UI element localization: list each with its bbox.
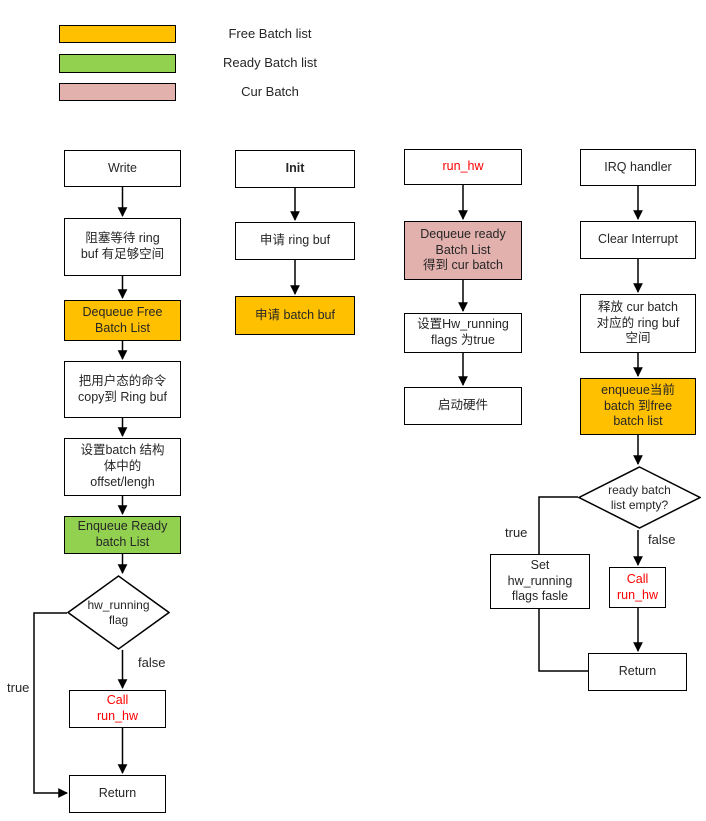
wait-ring-buf-node: 阻塞等待 ring buf 有足够空间 xyxy=(64,218,181,276)
release-ring-buf-node: 释放 cur batch 对应的 ring buf 空间 xyxy=(580,294,696,353)
enqueue-free-batch-node: enqueue当前 batch 到free batch list xyxy=(580,378,696,435)
legend-label-free: Free Batch list xyxy=(228,26,312,41)
write-true-branch-line xyxy=(33,612,68,798)
alloc-batch-buf-node: 申请 batch buf xyxy=(235,296,355,335)
init-title-node: Init xyxy=(235,150,355,188)
copy-cmd-node: 把用户态的命令 copy到 Ring buf xyxy=(64,361,181,418)
irq-false-label: false xyxy=(648,532,676,547)
decision-label: ready batch list empty? xyxy=(608,482,671,512)
legend-swatch-cur xyxy=(59,83,176,101)
write-return-node: Return xyxy=(69,775,166,813)
irq-true-branch-line xyxy=(538,496,578,554)
run-hw-title-node: run_hw xyxy=(404,149,522,185)
legend-swatch-free xyxy=(59,25,176,43)
set-hw-running-true-node: 设置Hw_running flags 为true xyxy=(404,313,522,353)
enqueue-ready-batch-node: Enqueue Ready batch List xyxy=(64,516,181,554)
write-call-run-hw-node: Call run_hw xyxy=(69,690,166,728)
legend-label-cur: Cur Batch xyxy=(241,84,299,99)
clear-interrupt-node: Clear Interrupt xyxy=(580,221,696,259)
write-false-label: false xyxy=(138,655,166,670)
irq-call-run-hw-node: Call run_hw xyxy=(609,567,666,608)
irq-true-return-line xyxy=(538,609,588,672)
set-batch-offset-node: 设置batch 结构 体中的 offset/lengh xyxy=(64,438,181,496)
start-hardware-node: 启动硬件 xyxy=(404,387,522,425)
irq-true-label: true xyxy=(505,525,528,540)
hw-running-flag-decision: hw_running flag xyxy=(67,575,170,650)
diamond-shape xyxy=(67,575,170,650)
write-title-node: Write xyxy=(64,150,181,187)
ready-batch-empty-decision: ready batch list empty? xyxy=(578,466,701,529)
set-hw-running-false-node: Set hw_running flags fasle xyxy=(490,554,590,609)
irq-handler-title-node: IRQ handler xyxy=(580,149,696,186)
write-true-label: true xyxy=(7,680,30,695)
decision-label: hw_running flag xyxy=(87,597,150,627)
legend-swatch-ready xyxy=(59,54,176,73)
alloc-ring-buf-node: 申请 ring buf xyxy=(235,222,355,260)
irq-return-node: Return xyxy=(588,653,687,691)
diamond-shape xyxy=(578,466,701,529)
legend-label-ready: Ready Batch list xyxy=(223,55,317,70)
dequeue-free-batch-node: Dequeue Free Batch List xyxy=(64,300,181,341)
dequeue-ready-batch-node: Dequeue ready Batch List 得到 cur batch xyxy=(404,221,522,280)
